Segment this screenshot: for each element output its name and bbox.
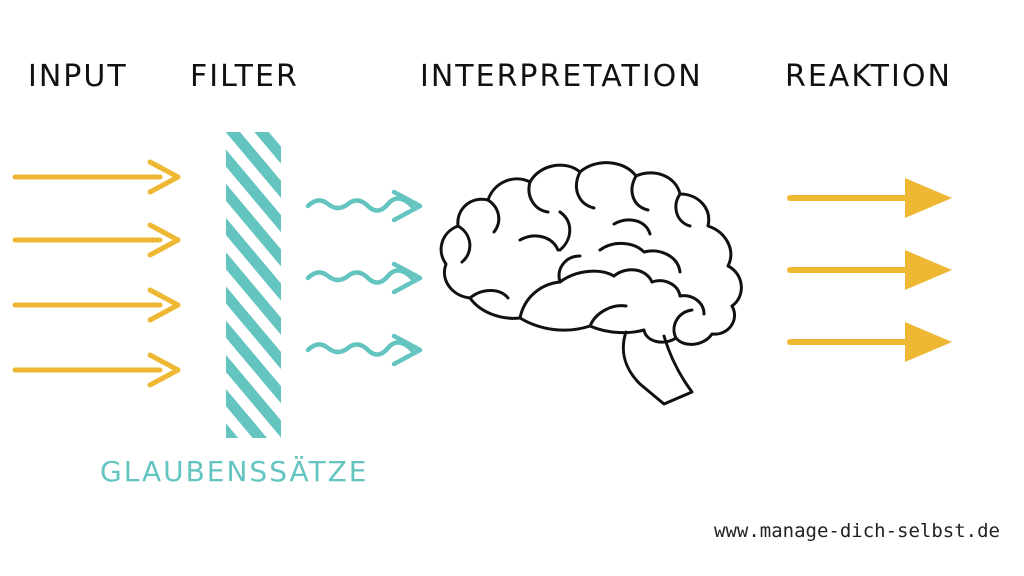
input-arrow: [12, 287, 181, 323]
input-arrow: [12, 352, 181, 388]
reaction-arrow: [787, 178, 952, 218]
filtered-arrows: [305, 189, 423, 367]
wavy-arrow: [305, 261, 423, 295]
input-arrow: [12, 159, 181, 195]
stage-label-filter: FILTER: [190, 59, 299, 94]
website-url: www.manage-dich-selbst.de: [714, 520, 1000, 542]
stage-label-interpretation: INTERPRETATION: [420, 59, 703, 94]
stage-label-input: INPUT: [28, 59, 128, 94]
input-arrows: [12, 159, 181, 388]
filter-bar: [226, 132, 281, 438]
wavy-arrow: [305, 189, 423, 223]
reaction-arrows: [787, 178, 952, 362]
brain-icon: [439, 161, 743, 406]
wavy-arrow: [305, 333, 423, 367]
reaction-arrow: [787, 322, 952, 362]
filter-caption: GLAUBENSSÄTZE: [100, 455, 369, 488]
reaction-arrow: [787, 250, 952, 290]
stage-label-reaktion: REAKTION: [785, 59, 952, 94]
input-arrow: [12, 222, 181, 258]
